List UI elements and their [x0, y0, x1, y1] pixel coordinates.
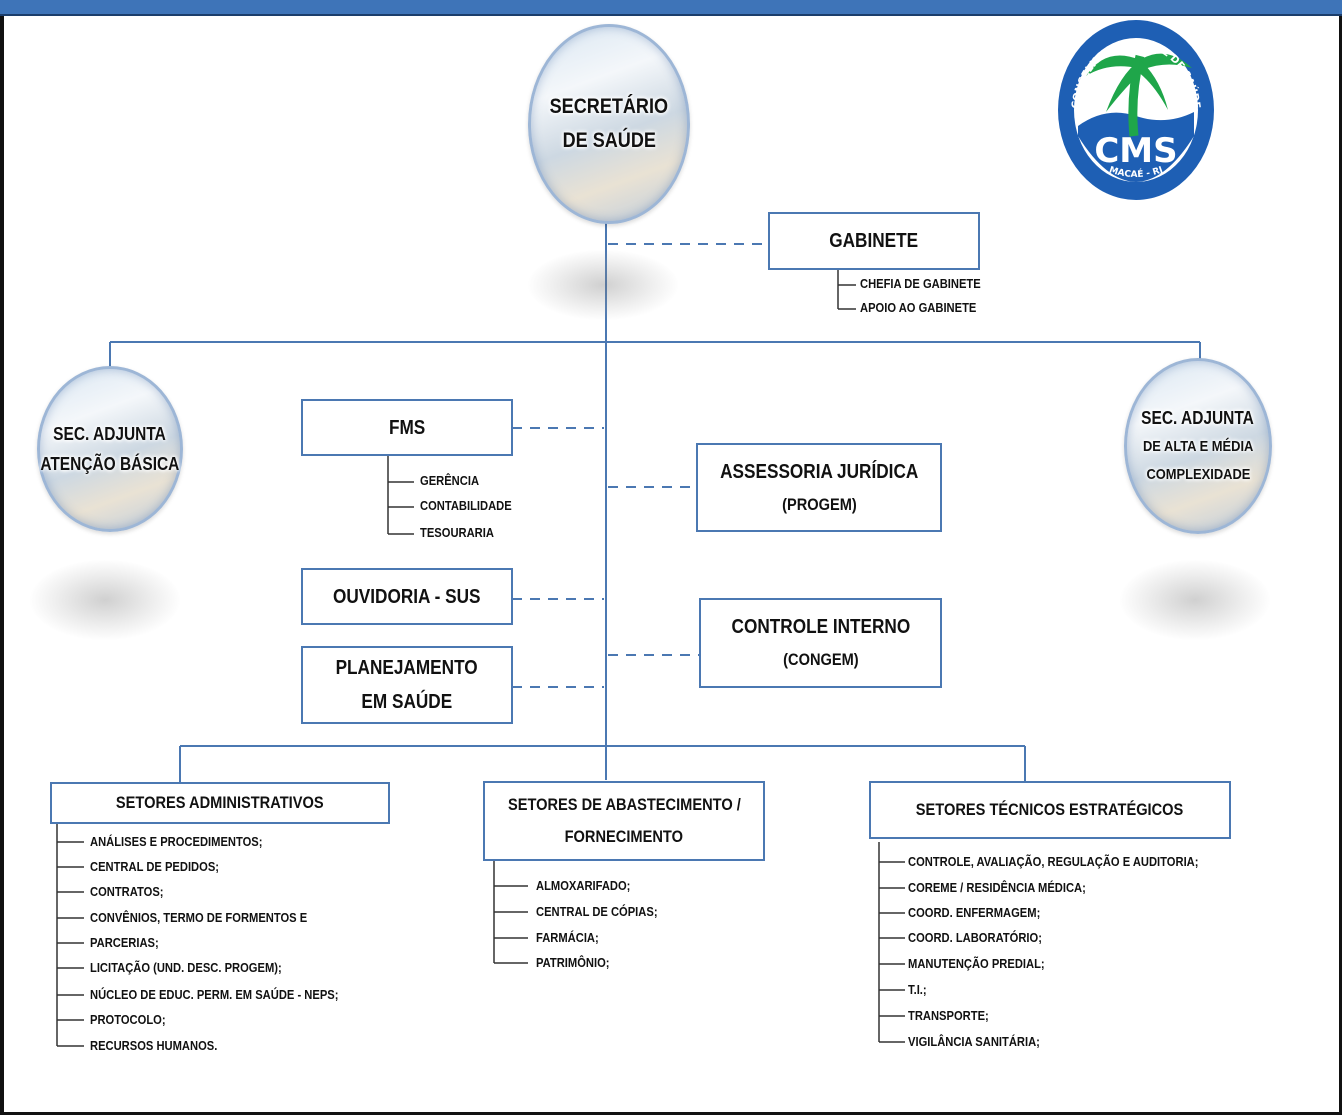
gabinete-item: APOIO AO GABINETE: [860, 300, 977, 315]
node-assessoria-subtitle: (PROGEM): [781, 494, 857, 514]
fms-item: GERÊNCIA: [420, 473, 480, 488]
tecnicos-item: VIGILÂNCIA SANITÁRIA;: [908, 1034, 1040, 1049]
top-bar: [0, 0, 1342, 16]
administrativos-item: PROTOCOLO;: [90, 1012, 166, 1027]
cms-logo-city: MACAÉ - RJ: [1108, 165, 1165, 180]
node-setores-abastecimento-line1: SETORES DE ABASTECIMENTO /: [507, 795, 741, 814]
node-assessoria: ASSESSORIA JURÍDICA (PROGEM): [696, 443, 942, 532]
gabinete-item: CHEFIA DE GABINETE: [860, 276, 981, 291]
node-planejamento-line1: PLANEJAMENTO: [335, 657, 479, 679]
fms-item: CONTABILIDADE: [420, 498, 512, 513]
tecnicos-item: MANUTENÇÃO PREDIAL;: [908, 956, 1045, 971]
node-secretario: SECRETÁRIO DE SAÚDE: [528, 24, 690, 224]
node-controle-subtitle: (CONGEM): [782, 650, 859, 669]
node-ouvidoria: OUVIDORIA - SUS: [301, 568, 513, 625]
tecnicos-item: COREME / RESIDÊNCIA MÉDICA;: [908, 880, 1086, 895]
tecnicos-item: CONTROLE, AVALIAÇÃO, REGULAÇÃO E AUDITOR…: [908, 854, 1199, 869]
administrativos-item: NÚCLEO DE EDUC. PERM. EM SAÚDE - NEPS;: [90, 987, 339, 1002]
node-setores-administrativos: SETORES ADMINISTRATIVOS: [50, 782, 390, 824]
tecnicos-item: T.I.;: [908, 982, 927, 997]
abastecimento-item: ALMOXARIFADO;: [536, 878, 631, 893]
cms-logo: CMS CONSELHO MUNICIPAL DE SAÚDE MACAÉ - …: [1058, 20, 1214, 200]
circle-shadow: [528, 250, 678, 320]
administrativos-item: CENTRAL DE PEDIDOS;: [90, 859, 219, 874]
node-setores-abastecimento: SETORES DE ABASTECIMENTO / FORNECIMENTO: [483, 781, 765, 861]
node-adjunta-basica: SEC. ADJUNTA ATENÇÃO BÁSICA: [37, 366, 183, 532]
node-adjunta-alta-line1: SEC. ADJUNTA: [1141, 408, 1255, 428]
administrativos-item: ANÁLISES E PROCEDIMENTOS;: [90, 834, 263, 849]
abastecimento-item: FARMÁCIA;: [536, 930, 599, 945]
node-adjunta-alta-line2: DE ALTA E MÉDIA: [1142, 438, 1254, 455]
fms-item: TESOURARIA: [420, 525, 494, 540]
administrativos-item: LICITAÇÃO (UND. DESC. PROGEM);: [90, 960, 282, 975]
node-setores-administrativos-title: SETORES ADMINISTRATIVOS: [116, 793, 324, 812]
tecnicos-item: COORD. ENFERMAGEM;: [908, 905, 1041, 920]
node-planejamento-line2: EM SAÚDE: [361, 691, 453, 713]
node-secretario-line2: DE SAÚDE: [562, 129, 656, 152]
node-assessoria-title: ASSESSORIA JURÍDICA: [719, 460, 919, 483]
node-adjunta-alta: SEC. ADJUNTA DE ALTA E MÉDIA COMPLEXIDAD…: [1124, 358, 1272, 534]
node-fms-title: FMS: [388, 416, 426, 439]
node-adjunta-basica-line1: SEC. ADJUNTA: [53, 424, 167, 444]
abastecimento-item: PATRIMÔNIO;: [536, 955, 610, 970]
cms-logo-initials: CMS: [1094, 131, 1177, 171]
tecnicos-item: TRANSPORTE;: [908, 1008, 989, 1023]
node-gabinete-title: GABINETE: [829, 230, 919, 252]
node-adjunta-basica-line2: ATENÇÃO BÁSICA: [40, 454, 180, 474]
node-ouvidoria-title: OUVIDORIA - SUS: [333, 585, 481, 608]
administrativos-item: RECURSOS HUMANOS.: [90, 1038, 218, 1053]
administrativos-item: PARCERIAS;: [90, 935, 159, 950]
node-gabinete: GABINETE: [768, 212, 980, 270]
node-controle-title: CONTROLE INTERNO: [731, 616, 910, 638]
node-planejamento: PLANEJAMENTO EM SAÚDE: [301, 646, 513, 724]
administrativos-item: CONVÊNIOS, TERMO DE FORMENTOS E: [90, 910, 308, 925]
node-setores-tecnicos: SETORES TÉCNICOS ESTRATÉGICOS: [869, 781, 1231, 839]
circle-shadow: [30, 560, 180, 640]
node-adjunta-alta-line3: COMPLEXIDADE: [1146, 466, 1250, 483]
node-secretario-line1: SECRETÁRIO: [549, 95, 669, 118]
circle-shadow: [1120, 560, 1270, 640]
node-fms: FMS: [301, 399, 513, 456]
node-setores-tecnicos-title: SETORES TÉCNICOS ESTRATÉGICOS: [916, 800, 1184, 819]
node-setores-abastecimento-line2: FORNECIMENTO: [564, 827, 684, 846]
abastecimento-item: CENTRAL DE CÓPIAS;: [536, 904, 658, 919]
administrativos-item: CONTRATOS;: [90, 884, 164, 899]
tecnicos-item: COORD. LABORATÓRIO;: [908, 930, 1042, 945]
node-controle: CONTROLE INTERNO (CONGEM): [699, 598, 942, 688]
